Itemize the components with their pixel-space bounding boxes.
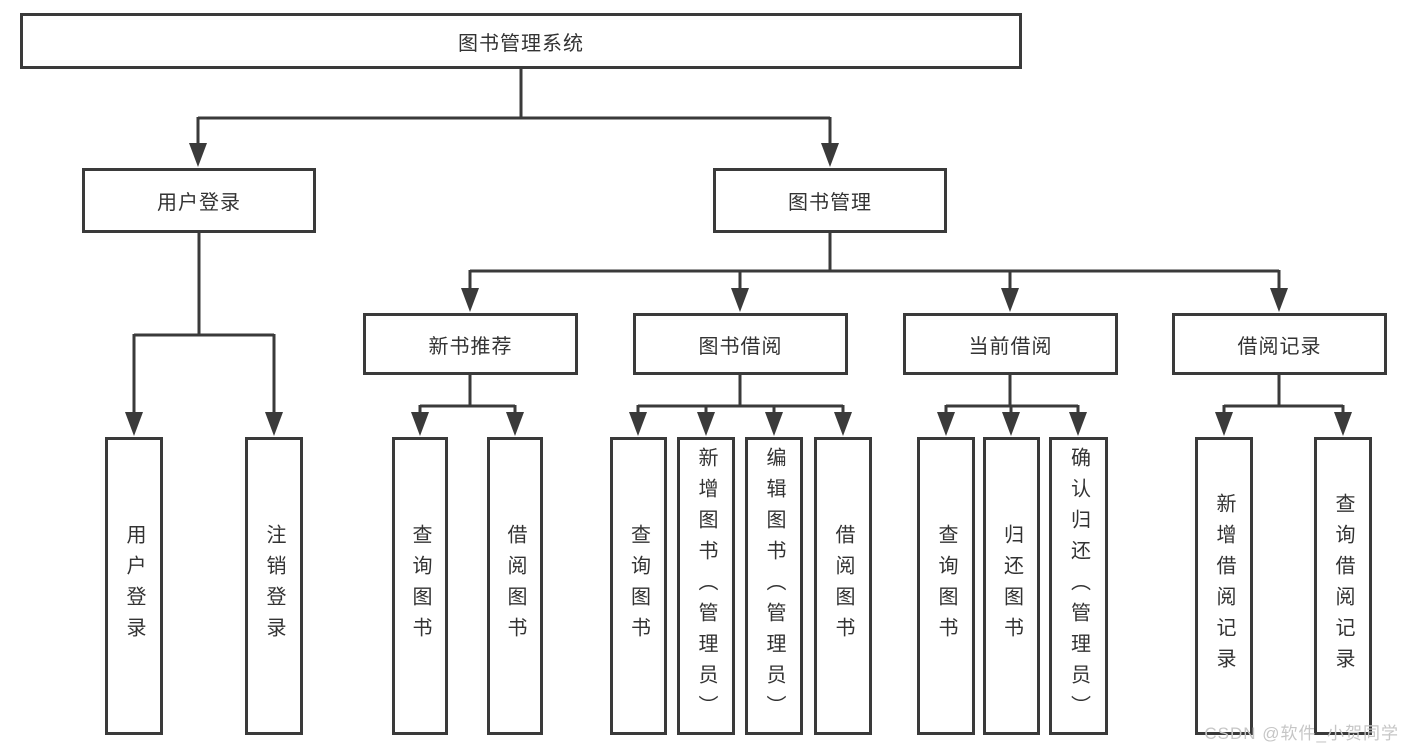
leaf-logout: 注销登录 [245,437,303,735]
leaf-query-books-current: 查询图书 [917,437,975,735]
arrow-down-icon [1270,288,1288,312]
arrow-down-icon [765,412,783,436]
node-user-login: 用户登录 [82,168,316,233]
leaf-confirm-return-admin: 确认归还（管理员） [1049,437,1108,735]
arrow-down-icon [731,288,749,312]
leaf-user-login: 用户登录 [105,437,163,735]
arrow-down-icon [821,143,839,167]
arrow-down-icon [461,288,479,312]
arrow-down-icon [697,412,715,436]
arrow-down-icon [189,143,207,167]
arrow-down-icon [1334,412,1352,436]
node-book-management: 图书管理 [713,168,947,233]
leaf-query-books-borrowing: 查询图书 [610,437,667,735]
arrow-down-icon [1069,412,1087,436]
arrow-down-icon [265,412,283,436]
leaf-borrow-books-recommend: 借阅图书 [487,437,543,735]
arrow-down-icon [834,412,852,436]
node-new-book-recommend: 新书推荐 [363,313,578,375]
arrowheads [125,143,1352,436]
leaf-add-borrow-record: 新增借阅记录 [1195,437,1253,735]
node-borrowing-records: 借阅记录 [1172,313,1387,375]
arrow-down-icon [937,412,955,436]
arrow-down-icon [411,412,429,436]
arrow-down-icon [1002,412,1020,436]
leaf-query-books-recommend: 查询图书 [392,437,448,735]
leaf-edit-book-admin: 编辑图书（管理员） [745,437,803,735]
leaf-add-book-admin: 新增图书（管理员） [677,437,735,735]
arrow-down-icon [125,412,143,436]
leaf-query-borrow-record: 查询借阅记录 [1314,437,1372,735]
arrow-down-icon [1215,412,1233,436]
node-library-system: 图书管理系统 [20,13,1022,69]
leaf-return-books: 归还图书 [983,437,1040,735]
arrow-down-icon [506,412,524,436]
arrow-down-icon [629,412,647,436]
node-current-borrowing: 当前借阅 [903,313,1118,375]
arrow-down-icon [1001,288,1019,312]
csdn-watermark: CSDN @软件_小贺同学 [1204,724,1399,743]
leaf-borrow-books-borrowing: 借阅图书 [814,437,872,735]
node-book-borrowing: 图书借阅 [633,313,848,375]
